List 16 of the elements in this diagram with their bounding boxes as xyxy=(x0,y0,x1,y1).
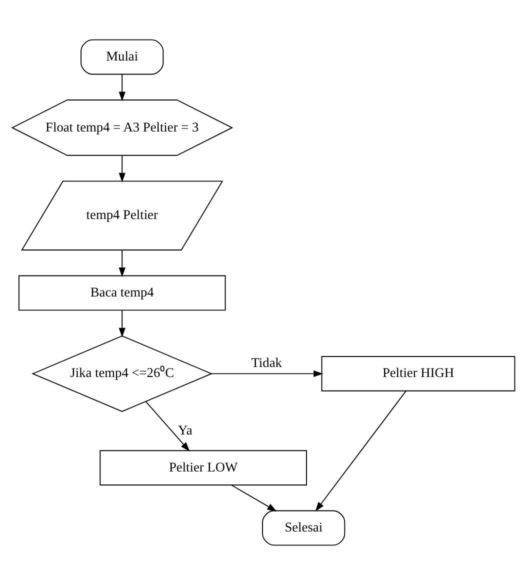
node-box: Mulai xyxy=(80,39,164,75)
arrow xyxy=(231,484,277,512)
node-box: Baca temp4 xyxy=(18,275,226,311)
arrow xyxy=(118,155,126,182)
node-diamond: Jika temp4 <=26⁰C xyxy=(32,335,213,412)
edge-label: Ya xyxy=(178,422,192,438)
node-box: Peltier HIGH xyxy=(321,356,516,392)
edge-label: Tidak xyxy=(251,355,282,370)
arrow xyxy=(145,401,190,452)
node-box: Selesai xyxy=(262,510,346,546)
arrow xyxy=(211,370,324,378)
node-box: Peltier LOW xyxy=(100,450,307,486)
arrow xyxy=(118,310,126,338)
arrow xyxy=(118,250,126,278)
arrow xyxy=(315,390,406,512)
arrow xyxy=(118,74,126,102)
